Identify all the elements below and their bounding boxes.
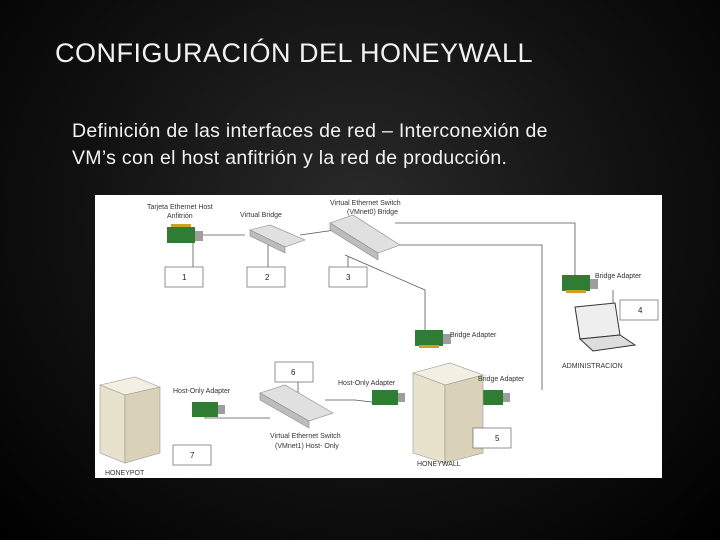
label-host-nic: Tarjeta Ethernet Host xyxy=(147,204,213,211)
slide-title: CONFIGURACIÓN DEL HONEYWALL xyxy=(55,38,534,68)
label-bridge-adapter-hw-right: Bridge Adapter xyxy=(478,376,525,383)
hw-hostonly-nic-icon xyxy=(372,390,405,405)
label-honeypot: HONEYPOT xyxy=(105,470,145,477)
label-hostonly-adapter-hw: Host-Only Adapter xyxy=(338,380,396,387)
subtitle-line-1: Definición de las interfaces de red – In… xyxy=(72,120,548,142)
number-7: 7 xyxy=(190,451,195,460)
number-4: 4 xyxy=(638,306,643,315)
hp-hostonly-nic-icon xyxy=(192,402,225,417)
line-switch-admin-adapter xyxy=(395,222,576,275)
admin-nic-icon xyxy=(562,275,598,293)
line-switch-hw-top xyxy=(344,254,426,330)
honeypot-server-icon xyxy=(98,376,162,464)
box-1 xyxy=(164,266,204,288)
number-6: 6 xyxy=(291,368,296,377)
label-bridge-adapter-admin: Bridge Adapter xyxy=(595,273,642,280)
connection-lines xyxy=(192,222,614,419)
number-5: 5 xyxy=(495,434,500,443)
box-4 xyxy=(619,299,659,321)
line-switch-hw-right xyxy=(395,244,543,390)
network-diagram-svg: 1 2 3 4 5 6 7 Tarjeta Ethernet Host Anfi… xyxy=(98,200,659,477)
label-vswitch-vmnet0-2: (VMnet0) Bridge xyxy=(347,209,398,216)
virtual-bridge-icon xyxy=(249,224,306,254)
label-administracion: ADMINISTRACION xyxy=(562,363,623,370)
box-7 xyxy=(172,444,212,466)
line-bridge-switch xyxy=(299,229,336,236)
box-6 xyxy=(274,361,314,383)
box-5 xyxy=(472,427,512,449)
label-honeywall: HONEYWALL xyxy=(417,461,461,468)
hw-bridge-nic-right-icon xyxy=(477,390,510,405)
number-1: 1 xyxy=(182,273,187,282)
laptop-icon xyxy=(574,302,637,352)
slide-subtitle: Definición de las interfaces de red – In… xyxy=(72,118,672,172)
number-2: 2 xyxy=(265,273,270,282)
box-3 xyxy=(328,266,368,288)
box-2 xyxy=(246,266,286,288)
host-nic-icon xyxy=(167,224,203,243)
network-diagram: 1 2 3 4 5 6 7 Tarjeta Ethernet Host Anfi… xyxy=(95,195,662,478)
vswitch-vmnet0-icon xyxy=(329,214,401,261)
vswitch-vmnet1-icon xyxy=(259,384,334,429)
label-host-nic-2: Anfitrión xyxy=(167,213,193,220)
label-vswitch-vmnet1: Virtual Ethernet Switch xyxy=(270,433,341,440)
number-3: 3 xyxy=(346,273,351,282)
label-virtual-bridge: Virtual Bridge xyxy=(240,212,282,219)
line-switch-hw xyxy=(325,399,381,404)
label-vswitch-vmnet0: Virtual Ethernet Switch xyxy=(330,200,401,207)
honeywall-server-icon xyxy=(412,362,485,464)
label-hostonly-adapter-hp: Host-Only Adapter xyxy=(173,388,231,395)
number-boxes xyxy=(164,266,659,466)
hw-bridge-nic-top-icon xyxy=(415,330,451,348)
label-bridge-adapter-hw-top: Bridge Adapter xyxy=(450,332,497,339)
subtitle-line-2: VM’s con el host anfitrión y la red de p… xyxy=(72,147,508,169)
label-vswitch-vmnet1-2: (VMnet1) Host- Only xyxy=(275,443,339,450)
